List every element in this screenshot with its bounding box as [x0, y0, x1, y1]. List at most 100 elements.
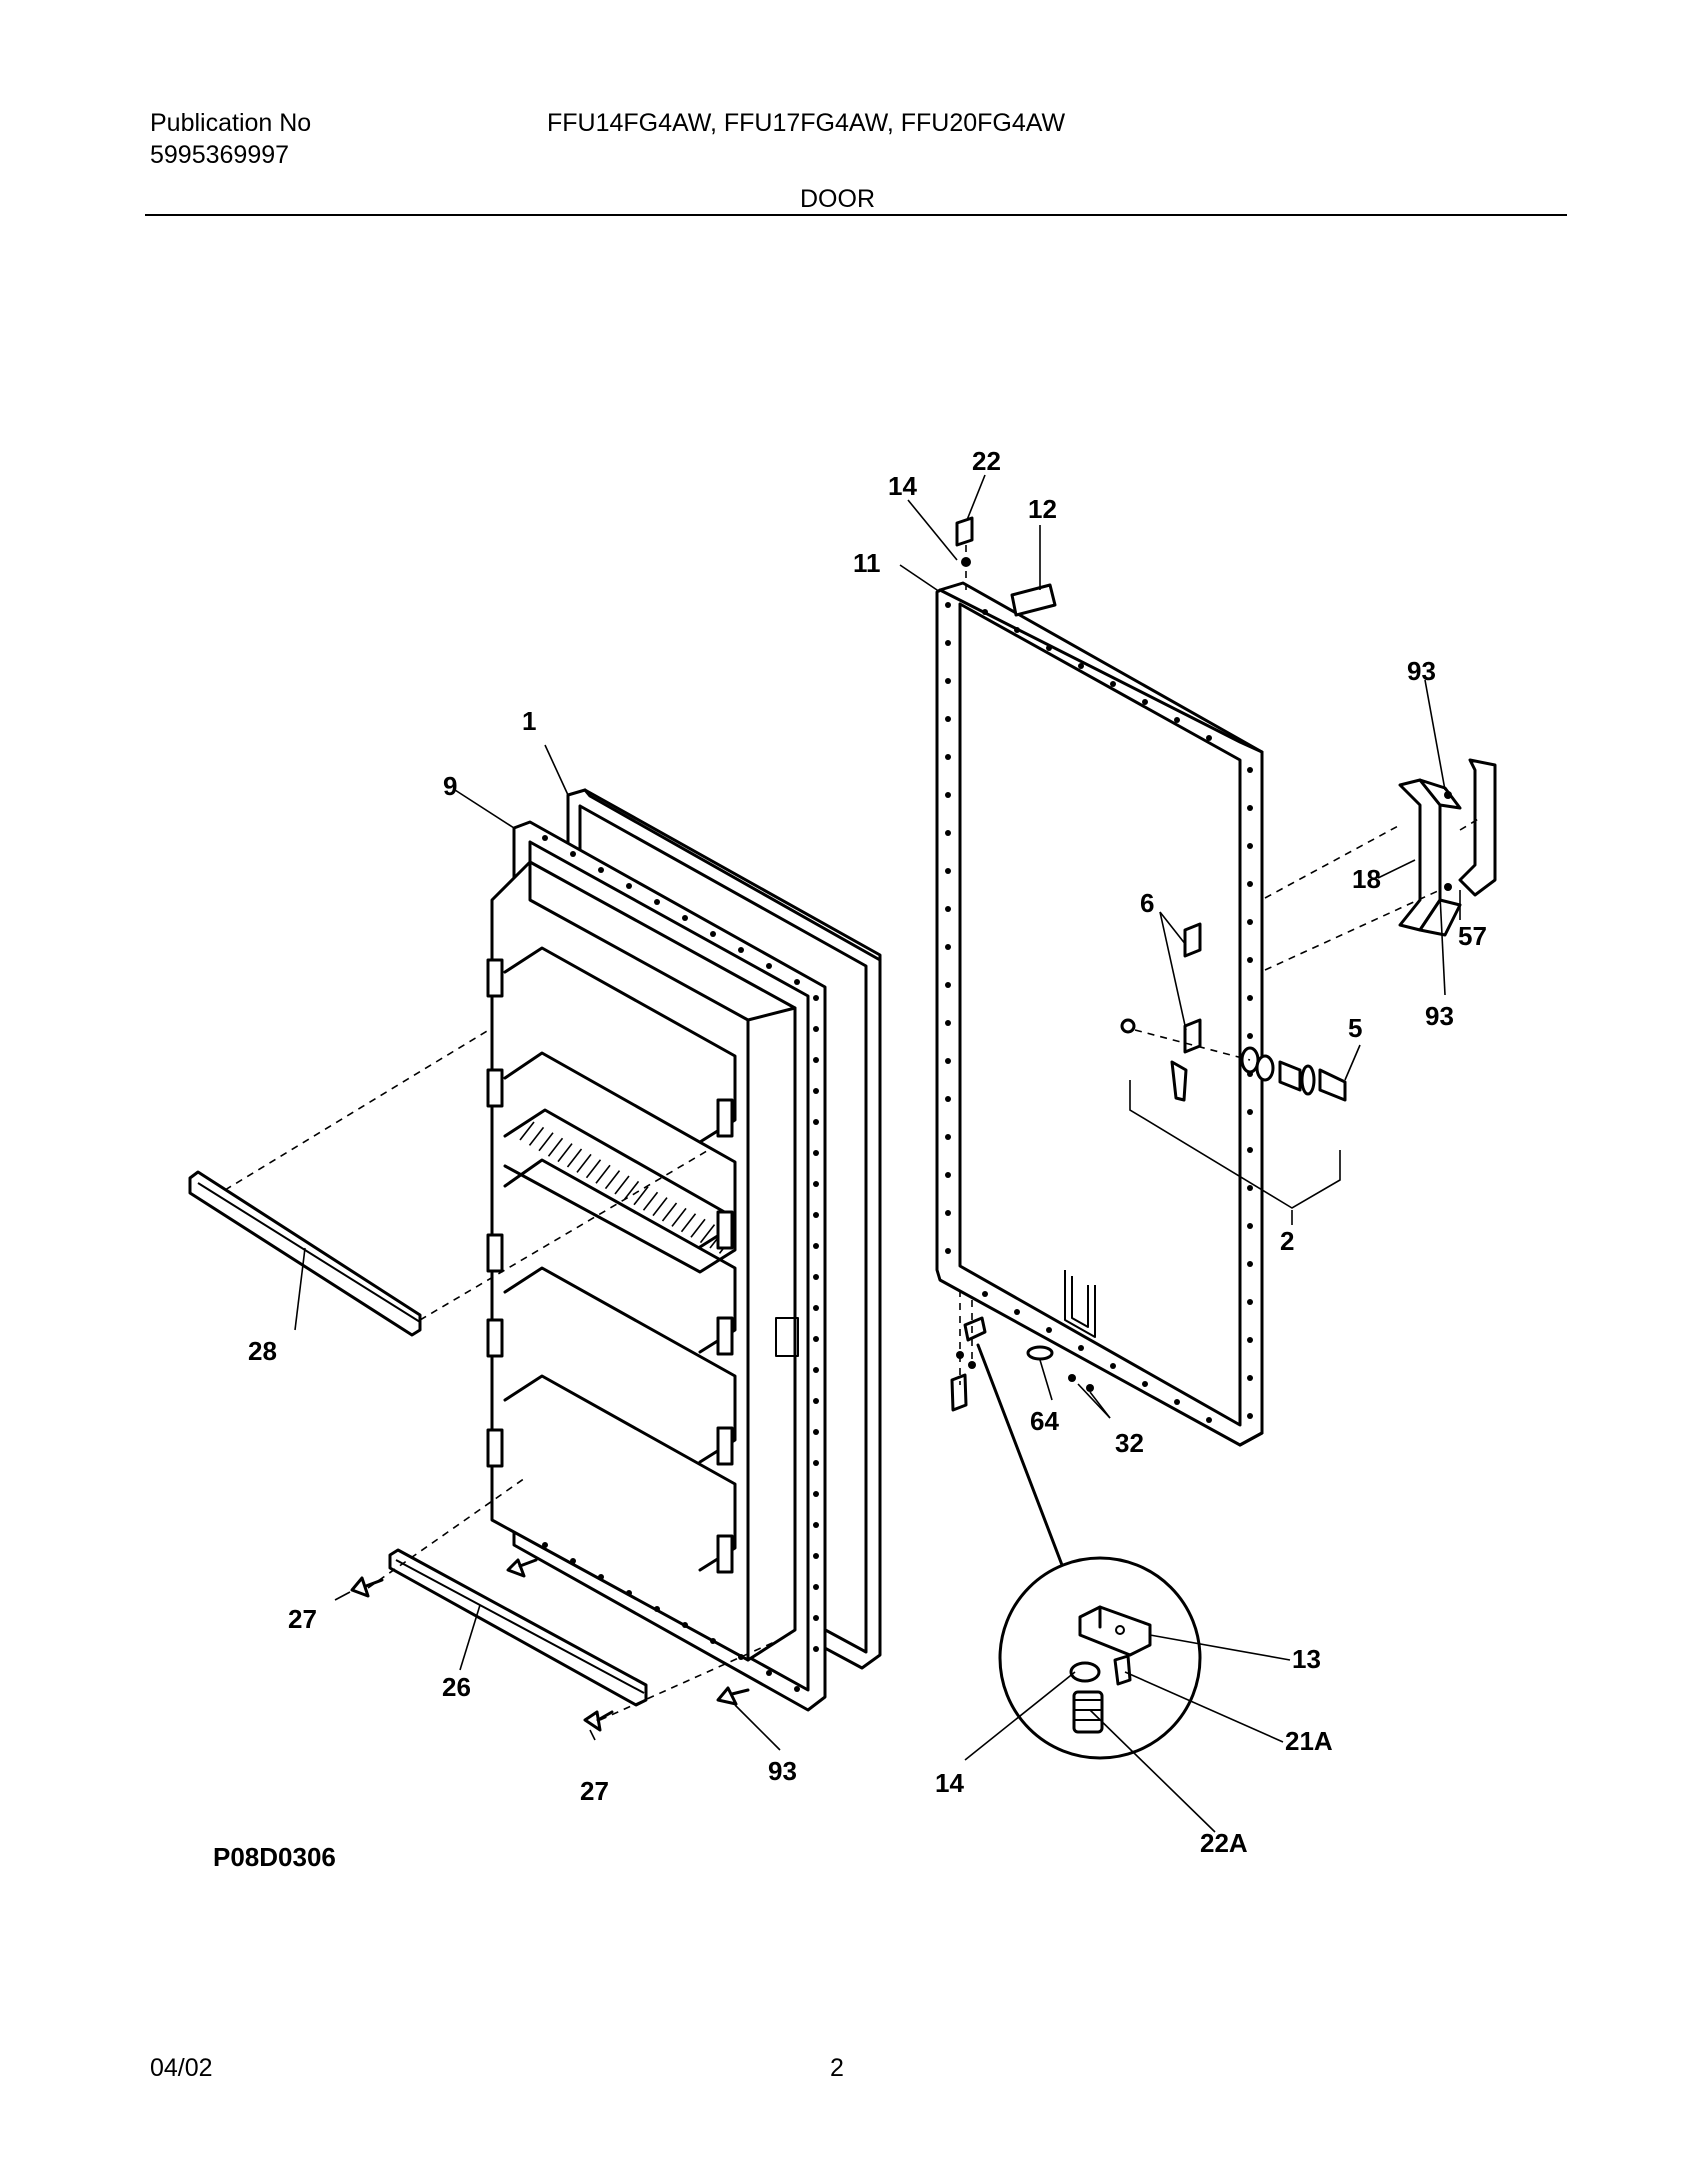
- screw-hole: [1247, 1413, 1253, 1419]
- handle-screw-top: [1444, 791, 1452, 799]
- screw-hole: [945, 716, 951, 722]
- screw-hole: [813, 1026, 819, 1032]
- screw-hole: [1247, 1185, 1253, 1191]
- top-screw-22: [955, 516, 974, 590]
- screw-hole: [813, 1212, 819, 1218]
- leader-lines: [294, 474, 1461, 1833]
- shelf-tab: [486, 1318, 504, 1358]
- shelf-tab: [486, 1233, 504, 1273]
- screw-hole: [813, 1088, 819, 1094]
- screw-hole: [570, 851, 576, 857]
- screw-hole: [710, 931, 716, 937]
- screw-hole: [813, 1336, 819, 1342]
- screw-hole: [945, 1172, 951, 1178]
- inner-door-liner: [486, 820, 827, 1712]
- screw-hole: [1247, 1109, 1253, 1115]
- screw-hole: [1142, 1381, 1148, 1387]
- screw-hole: [542, 835, 548, 841]
- screw-hole: [598, 1574, 604, 1580]
- grille-slat: [557, 1143, 573, 1163]
- grille-slat: [604, 1170, 621, 1190]
- screw-hole: [570, 1558, 576, 1564]
- screw-hole: [813, 1181, 819, 1187]
- screw-hole: [598, 867, 604, 873]
- screw-hole: [945, 868, 951, 874]
- callout-27-left: 27: [288, 1604, 317, 1634]
- callout-22-top: 22: [972, 446, 1001, 476]
- screw-hole: [945, 1134, 951, 1140]
- callout-6: 6: [1140, 888, 1154, 918]
- screw-hole: [1110, 681, 1116, 687]
- publication-label: Publication No: [150, 109, 312, 137]
- screw-hole: [682, 915, 688, 921]
- screw-hole: [1247, 1223, 1253, 1229]
- screw-hole: [813, 1398, 819, 1404]
- grille-slat: [519, 1121, 535, 1141]
- screw-hole: [1174, 717, 1180, 723]
- screw-hole: [1247, 1261, 1253, 1267]
- screw-hole: [1247, 805, 1253, 811]
- callout-93-mid: 93: [1425, 1001, 1454, 1031]
- shelf-tab: [486, 1068, 504, 1108]
- outer-door-panel: [935, 581, 1264, 1447]
- screw-hole: [1247, 1375, 1253, 1381]
- screw-hole: [813, 1305, 819, 1311]
- callout-5: 5: [1348, 1013, 1362, 1043]
- screw-hole: [738, 947, 744, 953]
- header-rule: [145, 214, 1567, 216]
- screw-hole: [766, 963, 772, 969]
- callout-21a: 21A: [1285, 1726, 1333, 1756]
- grille-slat: [528, 1126, 545, 1146]
- screw-hole: [1078, 1345, 1084, 1351]
- shelf-tab: [716, 1534, 734, 1574]
- screw-hole: [945, 906, 951, 912]
- screw-hole: [1247, 767, 1253, 773]
- shelf-tab: [716, 1210, 734, 1250]
- publication-number: 5995369997: [150, 141, 290, 169]
- screw-hole: [626, 1590, 632, 1596]
- screw-hole: [626, 883, 632, 889]
- screw-hole: [945, 1248, 951, 1254]
- screw-hole: [813, 1367, 819, 1373]
- screw-27-left: [350, 1576, 384, 1598]
- grille-slat: [595, 1164, 611, 1184]
- grille-slat: [690, 1218, 706, 1238]
- screw-hole: [945, 1096, 951, 1102]
- diagram-code: P08D0306: [213, 1842, 336, 1872]
- screw-hole: [1247, 1337, 1253, 1343]
- screw-hole: [1247, 919, 1253, 925]
- grille-slat: [538, 1132, 554, 1152]
- screw-hole: [945, 830, 951, 836]
- callout-27-bottom: 27: [580, 1776, 609, 1806]
- screw-hole: [945, 602, 951, 608]
- grille-slat: [547, 1137, 564, 1157]
- screw-hole: [654, 899, 660, 905]
- screw-27-bottom: [583, 1710, 614, 1732]
- callout-2: 2: [1280, 1226, 1294, 1256]
- label-plate-12: [1010, 583, 1057, 617]
- screw-hole: [813, 1615, 819, 1621]
- screw-hole: [813, 1491, 819, 1497]
- screw-hole: [813, 1584, 819, 1590]
- callout-14-top: 14: [888, 471, 917, 501]
- screw-hole: [1206, 1417, 1212, 1423]
- screw-hole: [738, 1654, 744, 1660]
- screw-hole: [813, 1150, 819, 1156]
- shelf-tab: [486, 1428, 504, 1468]
- screw-hole: [945, 944, 951, 950]
- grille-slat: [585, 1159, 602, 1179]
- grille-slat: [652, 1197, 668, 1217]
- section-title: DOOR: [800, 185, 875, 213]
- model-numbers: FFU14FG4AW, FFU17FG4AW, FFU20FG4AW: [547, 109, 1066, 137]
- screw-hole: [813, 1243, 819, 1249]
- bottom-hinge-hardware: [950, 1290, 1094, 1412]
- footer-page-number: 2: [830, 2054, 844, 2082]
- screw-hole: [1206, 735, 1212, 741]
- callout-93-bottom: 93: [768, 1756, 797, 1786]
- screw-hole: [654, 1606, 660, 1612]
- grille-slat: [699, 1224, 716, 1244]
- screw-hole: [1046, 1327, 1052, 1333]
- screw-hole: [1014, 1309, 1020, 1315]
- screw-hole: [945, 1058, 951, 1064]
- screw-hole: [1247, 995, 1253, 1001]
